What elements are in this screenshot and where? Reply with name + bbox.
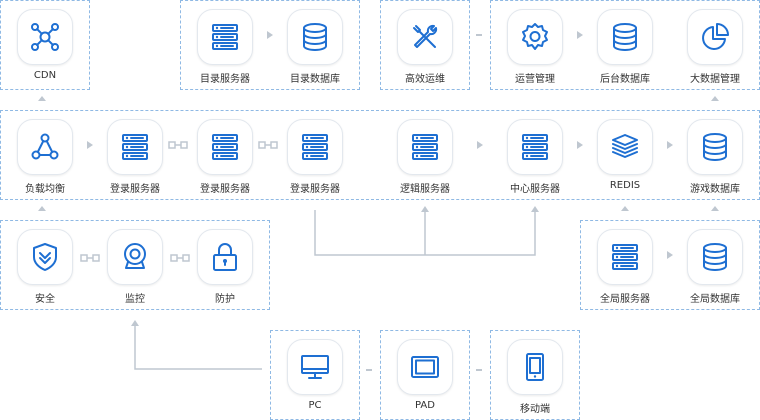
node-catalog-server[interactable]: 目录服务器 xyxy=(185,0,265,90)
node-label: 逻辑服务器 xyxy=(400,184,450,195)
arrow-right xyxy=(667,141,673,149)
node-label: 防护 xyxy=(215,294,235,305)
node-label: 全局数据库 xyxy=(690,294,740,305)
node-bigdata[interactable]: 大数据管理 xyxy=(675,0,755,90)
group-security xyxy=(0,220,270,310)
node-redis[interactable]: REDIS xyxy=(585,110,665,200)
shield-icon xyxy=(33,243,57,271)
line-pc-monitor xyxy=(134,325,262,370)
arrow-up xyxy=(711,96,719,101)
server-icon xyxy=(612,244,638,270)
node-label: 目录数据库 xyxy=(290,74,340,85)
node-backend-db[interactable]: 后台数据库 xyxy=(585,0,665,90)
node-label: 全局服务器 xyxy=(600,294,650,305)
arrow-up xyxy=(531,206,539,212)
arrow-right xyxy=(87,141,93,149)
server-icon xyxy=(412,134,438,160)
arrow-right xyxy=(667,251,673,259)
node-load-balance[interactable]: 负载均衡 xyxy=(5,110,85,200)
node-label: CDN xyxy=(33,70,57,81)
node-label: 游戏数据库 xyxy=(690,184,740,195)
pie-chart-icon xyxy=(702,23,729,50)
node-label: REDIS xyxy=(609,180,641,191)
webcam-icon xyxy=(124,243,146,269)
node-label: 运营管理 xyxy=(515,74,555,85)
tablet-icon xyxy=(411,356,439,378)
node-catalog-db[interactable]: 目录数据库 xyxy=(275,0,355,90)
database-icon xyxy=(303,23,327,51)
arrow-up xyxy=(711,206,719,211)
node-label: 后台数据库 xyxy=(600,74,650,85)
monitor-icon xyxy=(301,355,329,379)
node-ops[interactable]: 高效运维 xyxy=(385,0,465,90)
node-game-db[interactable]: 游戏数据库 xyxy=(675,110,755,200)
node-monitor[interactable]: 监控 xyxy=(95,220,175,310)
server-icon xyxy=(302,134,328,160)
node-cdn[interactable]: CDN xyxy=(5,0,85,90)
smartphone-icon xyxy=(526,353,544,381)
node-label: 目录服务器 xyxy=(200,74,250,85)
node-login-server-3[interactable]: 登录服务器 xyxy=(275,110,355,200)
node-label: 监控 xyxy=(125,294,145,305)
node-client-pad[interactable]: PAD xyxy=(385,330,465,420)
link-connector xyxy=(170,254,190,262)
node-label: 登录服务器 xyxy=(110,184,160,195)
arrow-right xyxy=(477,141,483,149)
arrow-up xyxy=(131,320,139,326)
node-label: PAD xyxy=(415,400,435,411)
arrow-up xyxy=(421,206,429,212)
node-label: 中心服务器 xyxy=(510,184,560,195)
node-login-server-1[interactable]: 登录服务器 xyxy=(95,110,175,200)
arrow-up xyxy=(38,206,46,211)
tools-icon xyxy=(413,24,438,48)
dash xyxy=(366,369,372,371)
node-login-server-2[interactable]: 登录服务器 xyxy=(185,110,265,200)
link-connector xyxy=(258,141,278,149)
link-connector xyxy=(80,254,100,262)
server-icon xyxy=(212,24,238,50)
database-icon xyxy=(703,243,727,271)
node-label: 登录服务器 xyxy=(200,184,250,195)
arrow-up xyxy=(621,206,629,211)
server-icon xyxy=(212,134,238,160)
node-label: 负载均衡 xyxy=(25,184,65,195)
arrow-right xyxy=(577,141,583,149)
node-security[interactable]: 安全 xyxy=(5,220,85,310)
arrow-up xyxy=(38,96,46,101)
dash xyxy=(476,369,482,371)
node-protection[interactable]: 防护 xyxy=(185,220,265,310)
group-catalog xyxy=(180,0,360,90)
lock-icon xyxy=(213,243,237,271)
database-icon xyxy=(703,133,727,161)
arrow-right xyxy=(577,31,583,39)
layers-icon xyxy=(612,134,638,158)
server-icon xyxy=(522,134,548,160)
node-client-mobile[interactable]: 移动端 xyxy=(495,330,575,420)
node-label: 移动端 xyxy=(520,404,550,415)
node-operations[interactable]: 运营管理 xyxy=(495,0,575,90)
server-icon xyxy=(122,134,148,160)
node-center-server[interactable]: 中心服务器 xyxy=(495,110,575,200)
database-icon xyxy=(613,23,637,51)
node-client-pc[interactable]: PC xyxy=(275,330,355,420)
group-cdn xyxy=(0,0,90,90)
node-label: 登录服务器 xyxy=(290,184,340,195)
dash xyxy=(476,34,482,36)
node-label: 大数据管理 xyxy=(690,74,740,85)
gear-icon xyxy=(522,23,548,50)
node-label: PC xyxy=(308,400,322,411)
network-hub-icon xyxy=(31,23,59,51)
node-label: 高效运维 xyxy=(405,74,445,85)
arrow-right xyxy=(267,31,273,39)
group-ops xyxy=(380,0,470,90)
node-logic-server[interactable]: 逻辑服务器 xyxy=(385,110,465,200)
node-global-db[interactable]: 全局数据库 xyxy=(675,220,755,310)
link-connector xyxy=(168,141,188,149)
node-label: 安全 xyxy=(35,294,55,305)
node-global-server[interactable]: 全局服务器 xyxy=(585,220,665,310)
share-nodes-icon xyxy=(31,133,59,160)
